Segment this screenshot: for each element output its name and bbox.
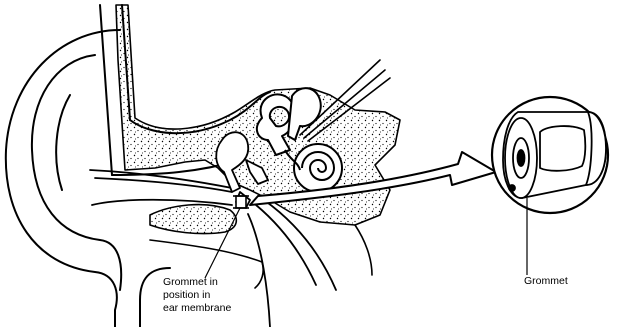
outer-ear [6,30,170,327]
grommet-in-position-label-line-3: ear membrane [163,302,231,315]
grommet-in-position-label: Grommet in position in ear membrane [163,276,231,315]
grommet-in-membrane [233,196,249,208]
grommet-in-position-label-line-1: Grommet in [163,276,231,289]
grommet-in-position-label-line-2: position in [163,289,231,302]
grommet-label: Grommet [524,275,568,288]
magnified-view [492,97,608,213]
grommet-enlarged [503,112,606,198]
